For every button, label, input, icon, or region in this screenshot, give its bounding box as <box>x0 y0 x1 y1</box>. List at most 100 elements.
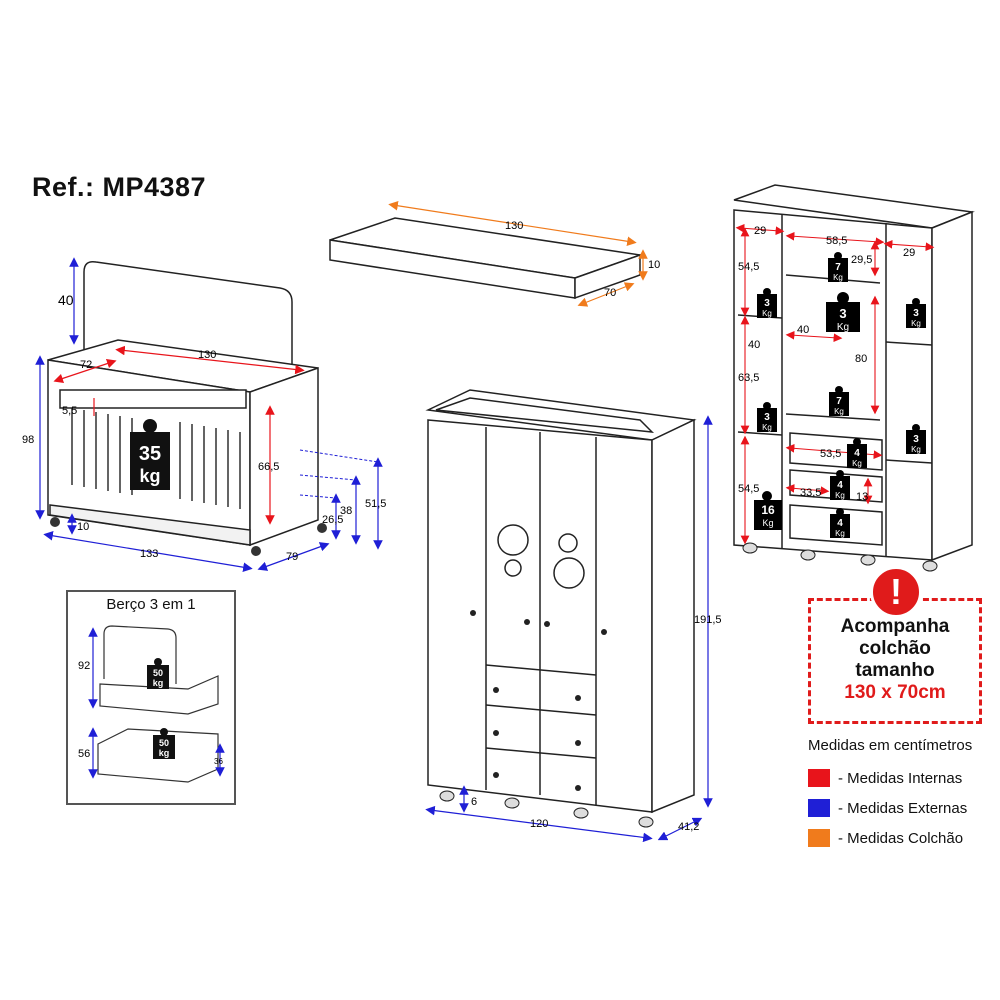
svg-text:4: 4 <box>854 448 860 459</box>
crib-h3-label: 51,5 <box>365 498 386 510</box>
svg-text:Kg: Kg <box>835 491 845 500</box>
inset-bed-weight-icon: 50 kg <box>147 658 169 689</box>
svg-text:7: 7 <box>836 396 842 407</box>
wardrobe-depth-label: 41,2 <box>678 821 699 833</box>
svg-text:Kg: Kg <box>835 529 845 538</box>
interior-l1-label: 54,5 <box>738 261 759 273</box>
svg-text:Kg: Kg <box>833 273 843 282</box>
weight-tag-top-7: 7Kg <box>828 252 848 282</box>
legend-item-internal: - Medidas Internas <box>808 763 972 793</box>
svg-text:Kg: Kg <box>834 407 844 416</box>
legend-swatch-external <box>808 799 830 817</box>
interior-weight-tags: 7Kg 3Kg 3Kg 3Kg 7Kg 3Kg 3Kg 4Kg 4Kg 4Kg … <box>754 252 926 538</box>
legend-label-internal: - Medidas Internas <box>838 769 963 787</box>
crib-slats <box>71 408 241 509</box>
crib-weight-icon: 35 kg <box>130 419 170 490</box>
notice-size: 130 x 70cm <box>844 682 946 703</box>
weight-tag-right-3b: 3Kg <box>906 424 926 454</box>
crib-h1-label: 38 <box>340 505 352 517</box>
interior-drawer2-label: 33,5 <box>800 487 821 499</box>
legend-item-mattress: - Medidas Colchão <box>808 823 972 853</box>
svg-text:3: 3 <box>913 434 919 445</box>
interior-mid-width-label: 58,5 <box>826 235 847 247</box>
legend-label-mattress: - Medidas Colchão <box>838 829 964 847</box>
crib-top-width-label: 130 <box>198 349 216 361</box>
mattress-length-dim <box>388 200 637 247</box>
mattress-included-notice: Acompanha colchão tamanho 130 x 70cm <box>808 598 982 724</box>
legend-item-external: - Medidas Externas <box>808 793 972 823</box>
svg-text:3: 3 <box>764 412 770 423</box>
wardrobe-feet-label: 6 <box>471 796 477 808</box>
svg-text:kg: kg <box>159 748 170 758</box>
legend: Medidas em centímetros - Medidas Interna… <box>808 737 972 853</box>
svg-text:4: 4 <box>837 518 843 529</box>
interior-l2-label: 40 <box>748 339 760 351</box>
weight-tag-drawer-4c: 4Kg <box>830 508 850 538</box>
legend-title: Medidas em centímetros <box>808 737 973 754</box>
product-reference: Ref.: MP4387 <box>32 172 207 202</box>
crib-drawing <box>47 260 319 547</box>
weight-tag-hanger-3: 3Kg <box>826 292 860 333</box>
crib-slat-gap-label: 5,5 <box>62 405 77 417</box>
svg-text:Kg: Kg <box>837 322 849 333</box>
crib-weight-number: 35 <box>139 443 161 465</box>
weight-tag-drawer-4b: 4Kg <box>830 470 850 500</box>
interior-rail-label: 40 <box>797 324 809 336</box>
interior-feet <box>742 542 938 572</box>
crib-top-depth-label: 72 <box>80 359 92 371</box>
crib-3-in-1-inset: Berço 3 em 1 92 56 36 50 kg 50 kg <box>66 590 236 805</box>
inset-sofa-weight-icon: 50 kg <box>153 728 175 759</box>
interior-l3-label: 63,5 <box>738 372 759 384</box>
svg-text:Kg: Kg <box>911 445 921 454</box>
crib-base-width-label: 133 <box>140 548 158 560</box>
notice-line-2: colchão <box>859 638 931 659</box>
interior-drawer3-label: 13 <box>856 491 868 503</box>
crib-height-label: 98 <box>22 434 34 446</box>
svg-text:Kg: Kg <box>762 309 772 318</box>
crib-base-gap-label: 10 <box>77 521 89 533</box>
svg-text:7: 7 <box>835 262 841 273</box>
svg-text:3: 3 <box>913 308 919 319</box>
legend-label-external: - Medidas Externas <box>838 799 968 817</box>
inset-drawing: 92 56 36 50 kg 50 kg <box>78 625 225 783</box>
wardrobe-height-label: 191,5 <box>694 614 722 626</box>
svg-text:kg: kg <box>153 678 164 688</box>
svg-text:4: 4 <box>837 480 843 491</box>
crib-headboard-label: 40 <box>58 292 74 308</box>
interior-drawer1-label: 53,5 <box>820 448 841 460</box>
weight-tag-left-3: 3Kg <box>757 288 777 318</box>
svg-text:50: 50 <box>159 738 169 748</box>
notice-line-3: tamanho <box>855 660 935 681</box>
svg-text:Kg: Kg <box>762 518 773 528</box>
mattress-depth-label: 70 <box>604 287 616 299</box>
interior-hang-label: 80 <box>855 353 867 365</box>
crib-weight-unit: kg <box>139 466 160 486</box>
crib-inner-height-label: 66,5 <box>258 461 279 473</box>
interior-left-width-label: 29 <box>754 225 766 237</box>
crib-base-depth-label: 79 <box>286 551 298 563</box>
mattress-drawing <box>329 217 641 300</box>
alert-icon: ! <box>870 566 922 618</box>
wardrobe-knobs <box>470 610 607 791</box>
svg-text:50: 50 <box>153 668 163 678</box>
interior-l4-label: 54,5 <box>738 483 759 495</box>
mattress-length-label: 130 <box>505 220 523 232</box>
crib-h2-label: 26,5 <box>322 514 343 526</box>
wardrobe-width-label: 120 <box>530 818 548 830</box>
notice-line-1: Acompanha <box>840 616 950 637</box>
weight-tag-left-3b: 3Kg <box>757 402 777 432</box>
svg-text:Kg: Kg <box>762 423 772 432</box>
legend-swatch-mattress <box>808 829 830 847</box>
svg-text:3: 3 <box>764 298 770 309</box>
inset-sofa-height: 56 <box>78 748 90 760</box>
mattress-thickness-label: 10 <box>648 259 660 271</box>
wardrobe-drawing <box>425 389 697 814</box>
inset-sofa-side: 36 <box>214 757 223 766</box>
interior-top-height-label: 29,5 <box>851 254 872 266</box>
mattress-depth-dim <box>577 282 635 307</box>
inset-title: Berço 3 em 1 <box>106 596 196 613</box>
svg-text:Kg: Kg <box>852 459 862 468</box>
legend-swatch-internal <box>808 769 830 787</box>
svg-text:Kg: Kg <box>911 319 921 328</box>
